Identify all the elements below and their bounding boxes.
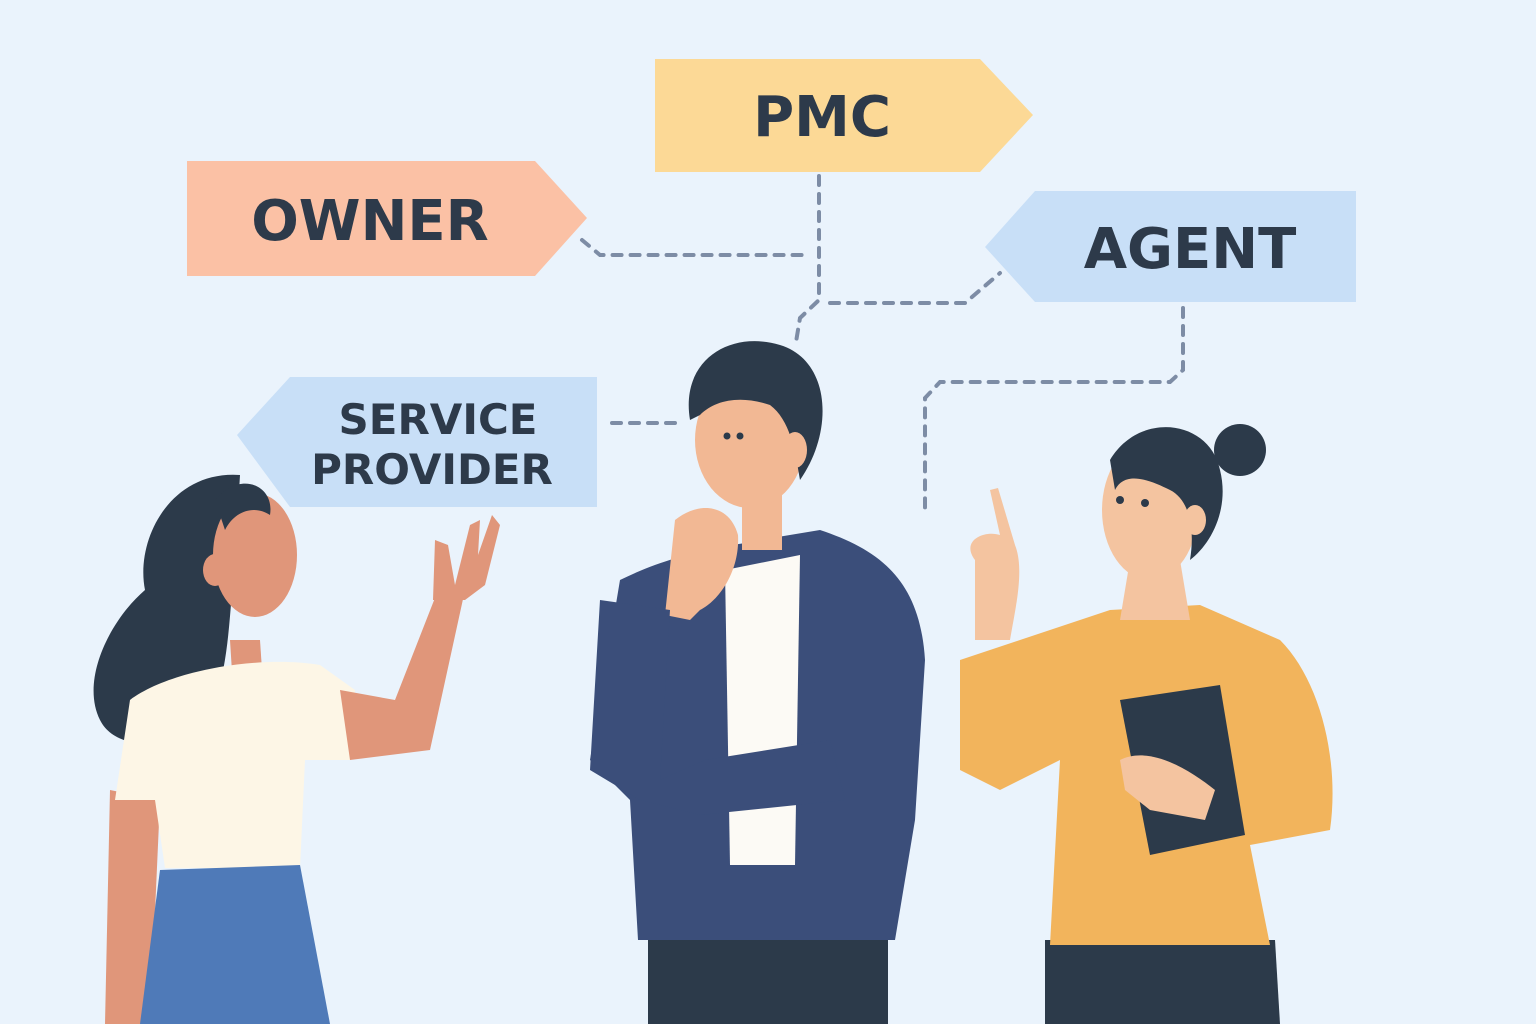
man-center-figure: [590, 341, 925, 1024]
sign-pmc-label: PMC: [753, 85, 891, 150]
owner-connector: [580, 238, 807, 257]
pmc-agent-connector: [828, 271, 1002, 305]
sign-owner-label: OWNER: [251, 189, 489, 254]
sign-agent-label: AGENT: [1084, 217, 1297, 282]
sign-owner: OWNER: [187, 161, 587, 276]
pmc-connector: [794, 174, 821, 344]
agent-connector: [923, 306, 1185, 517]
sign-agent-shape: [985, 191, 1356, 302]
sign-agent: AGENT: [985, 191, 1356, 302]
sign-owner-shape: [187, 161, 587, 276]
connectors: [580, 174, 1185, 517]
sign-pmc-shape: [655, 59, 1033, 172]
sign-service-provider-label-1: SERVICE: [339, 395, 538, 444]
sign-service-provider: SERVICE PROVIDER: [237, 377, 597, 507]
sign-pmc: PMC: [655, 59, 1033, 172]
woman-right-figure: [960, 424, 1333, 1024]
sign-service-provider-shape: [237, 377, 597, 507]
sign-service-provider-label-2: PROVIDER: [311, 445, 553, 494]
woman-left-figure: [93, 474, 500, 1024]
